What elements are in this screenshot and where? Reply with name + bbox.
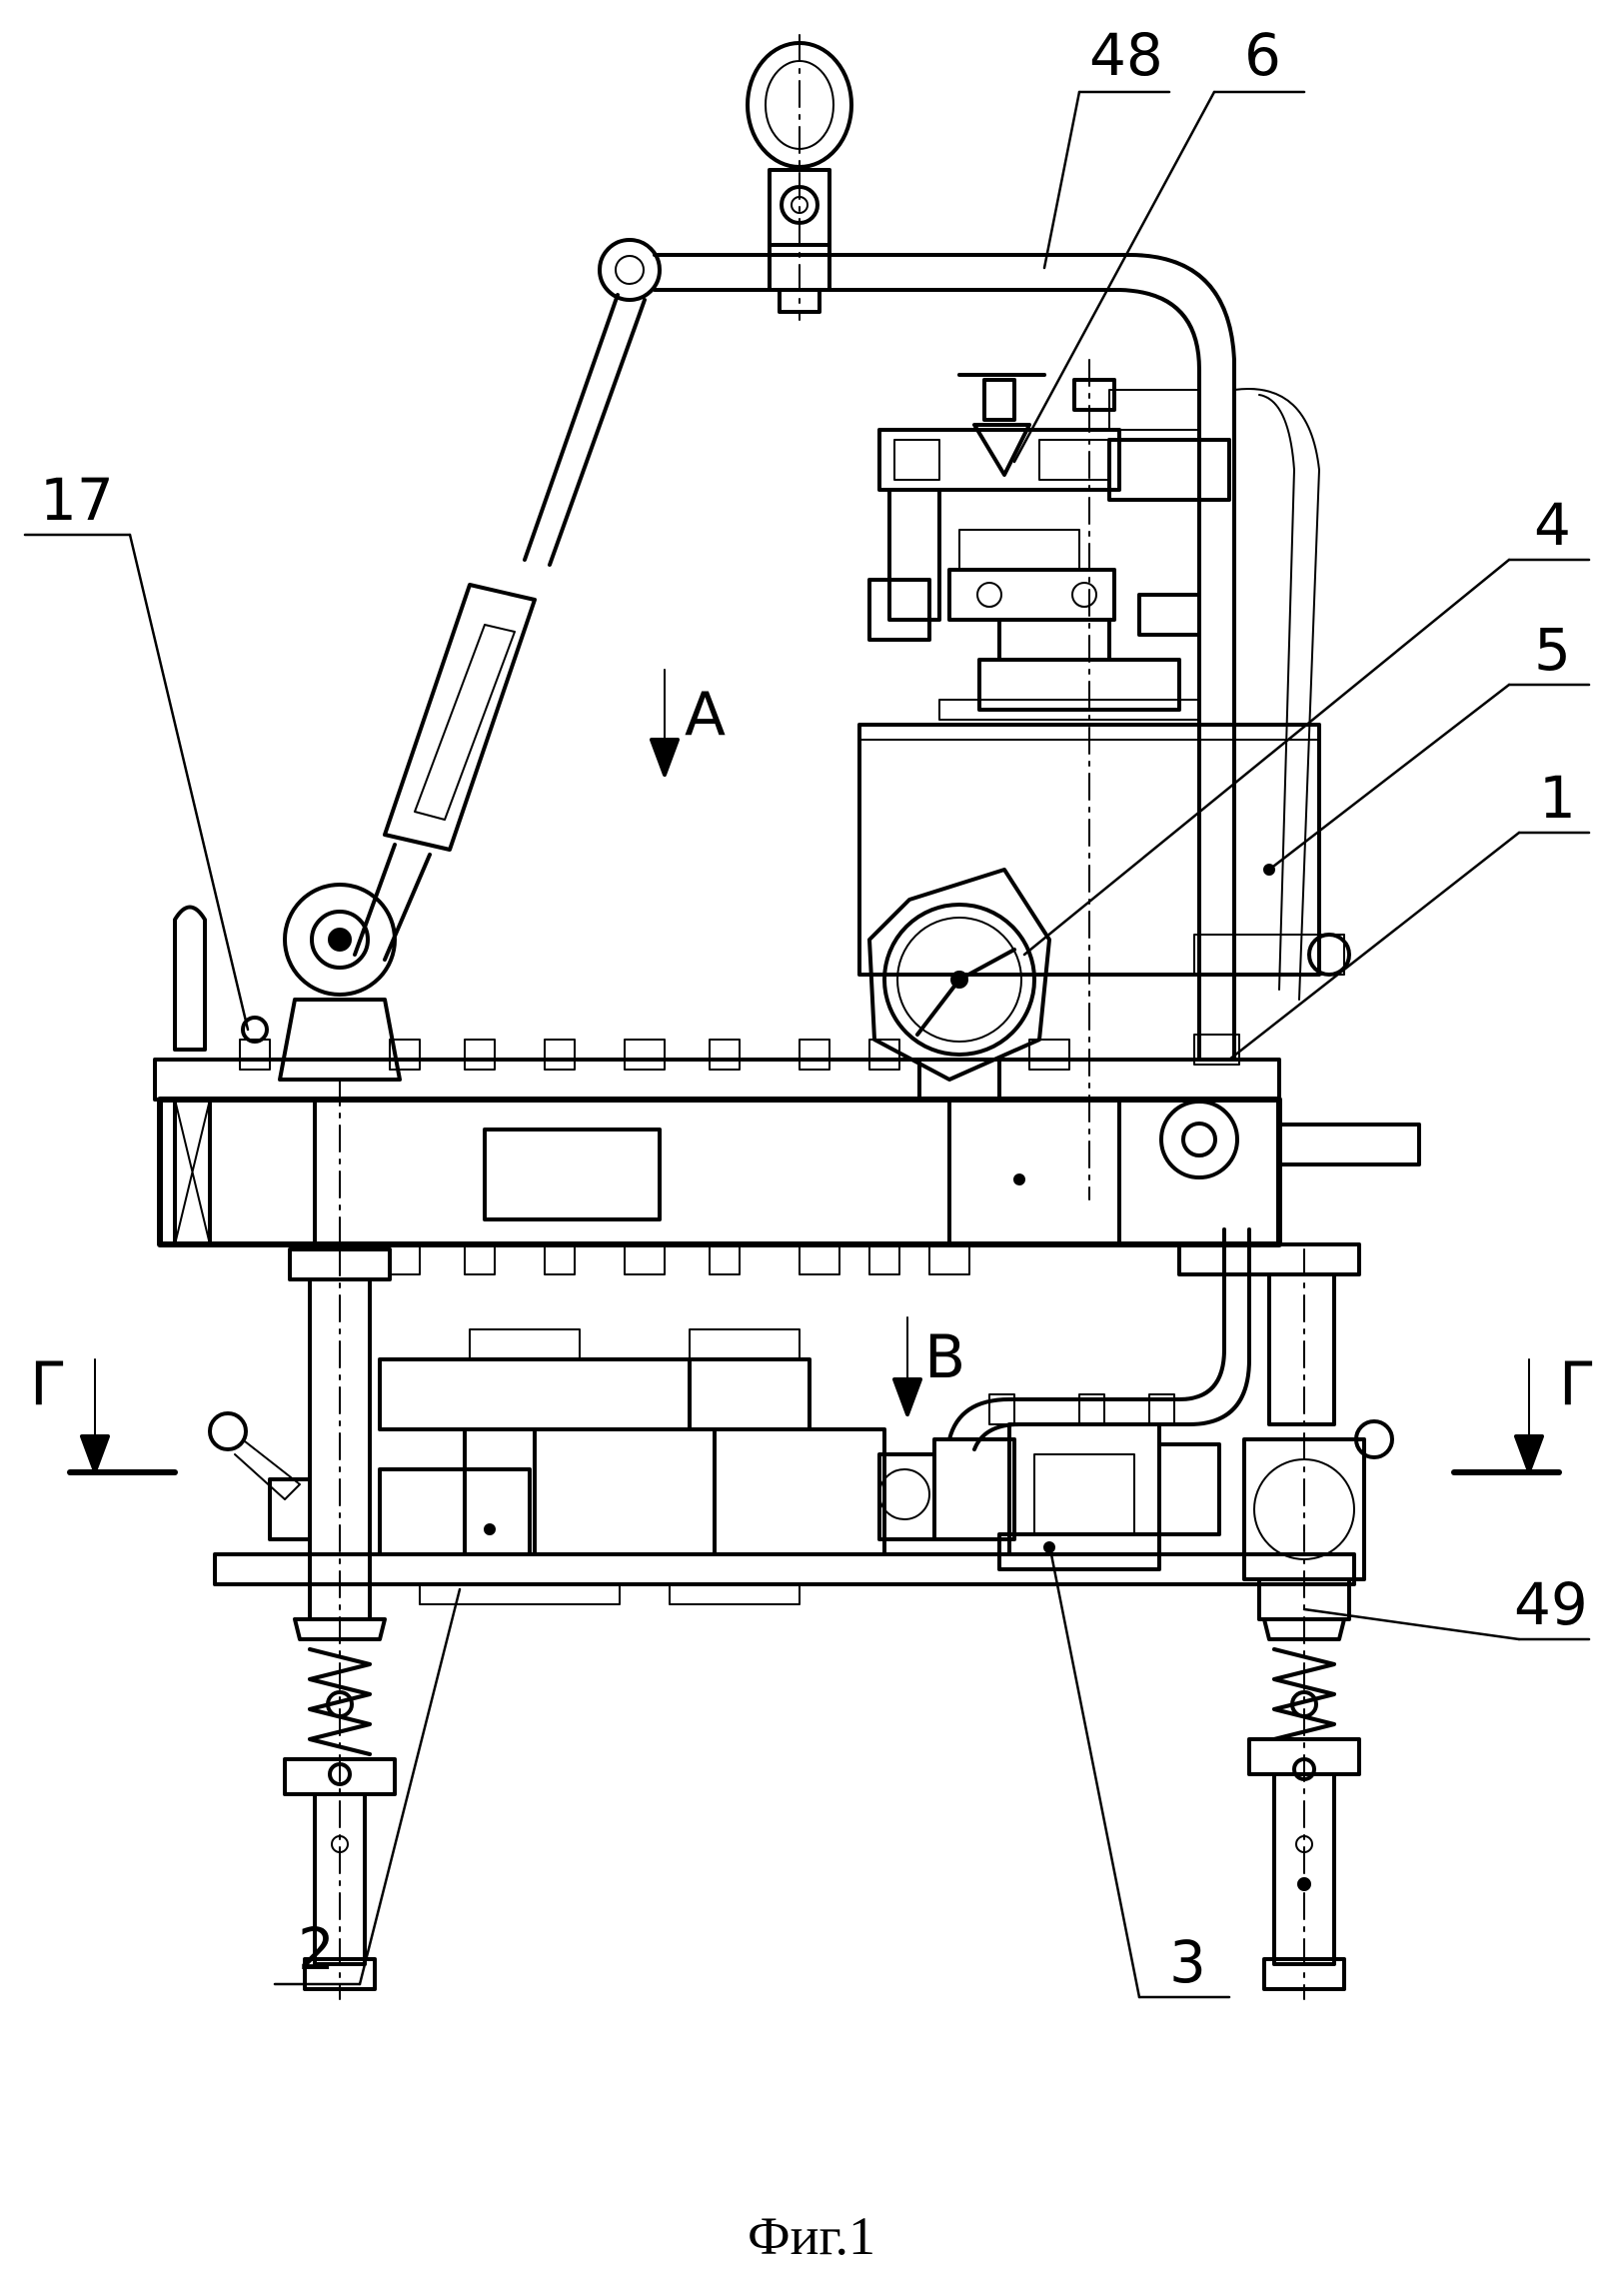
view-marker-a: A bbox=[652, 670, 726, 775]
section-marker-g-right: Г bbox=[1454, 1349, 1596, 1472]
view-a-label: A bbox=[685, 680, 726, 750]
motor-housing-5 bbox=[859, 725, 1349, 975]
main-frame-1 bbox=[155, 1040, 1419, 1274]
figure-caption: Фиг.1 bbox=[748, 2206, 875, 2266]
section-g-right-label: Г bbox=[1559, 1349, 1596, 1419]
callout-48: 48 bbox=[1089, 21, 1163, 89]
callout-labels: 48 6 17 4 5 1 2 3 49 bbox=[40, 21, 1588, 1996]
hydraulic-tube bbox=[949, 1229, 1249, 1449]
section-marker-g-left: Г bbox=[30, 1349, 175, 1472]
section-g-left-label: Г bbox=[30, 1349, 67, 1419]
callout-1: 1 bbox=[1539, 764, 1576, 832]
callout-6: 6 bbox=[1244, 21, 1281, 89]
callout-5: 5 bbox=[1534, 616, 1571, 684]
lifting-eye bbox=[748, 35, 851, 320]
left-leg bbox=[210, 1249, 395, 1999]
callout-4: 4 bbox=[1534, 491, 1571, 559]
pressure-gauge-4 bbox=[869, 870, 1049, 1100]
pivot-wheel bbox=[280, 885, 400, 1080]
lower-platform-2 bbox=[215, 1329, 1354, 1604]
handle-bar-48 bbox=[600, 240, 1319, 1065]
right-leg-49 bbox=[1179, 1244, 1392, 1999]
view-marker-b: B bbox=[894, 1317, 965, 1414]
leader-lines bbox=[25, 92, 1589, 1997]
drive-unit-3 bbox=[879, 1394, 1219, 1569]
view-b-label: B bbox=[924, 1322, 965, 1392]
valve-assembly-6 bbox=[869, 360, 1229, 1199]
callout-3: 3 bbox=[1169, 1928, 1206, 1996]
callout-49: 49 bbox=[1514, 1570, 1588, 1638]
callout-2: 2 bbox=[298, 1915, 335, 1983]
lever-17 bbox=[175, 908, 270, 1071]
callout-17: 17 bbox=[40, 466, 114, 534]
turnbuckle-strut bbox=[355, 295, 645, 960]
